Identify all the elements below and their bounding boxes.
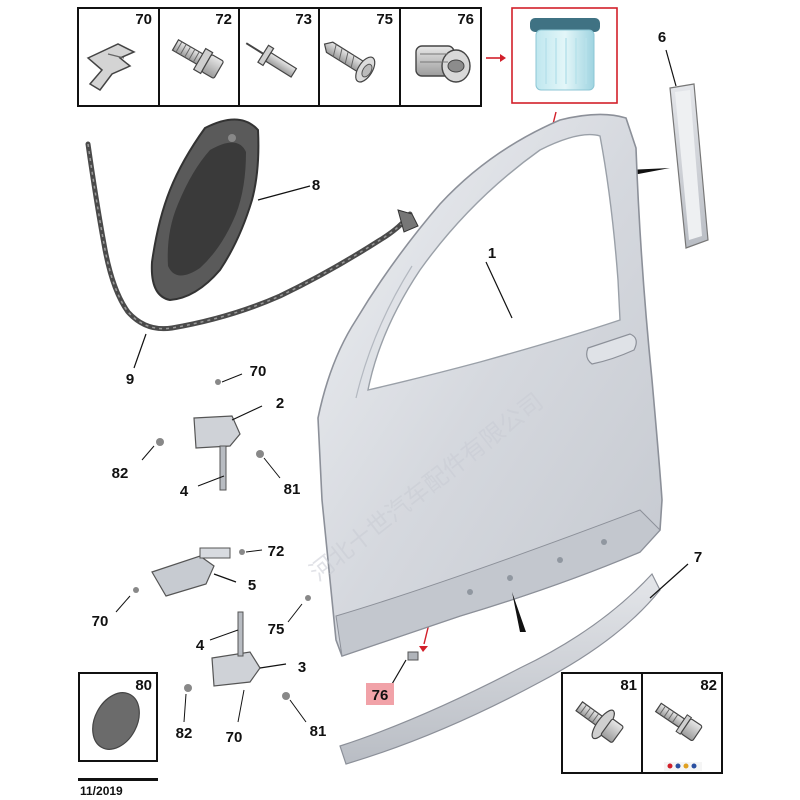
callout-81-bottom: 81 (310, 723, 327, 740)
callout-81-top: 81 (284, 481, 301, 498)
sill-trim-part (339, 563, 689, 765)
blue-clip-photo-icon (530, 18, 600, 91)
door-check-part (151, 547, 237, 597)
callout-82-top: 82 (112, 465, 129, 482)
callout-70-top: 70 (250, 363, 267, 380)
callout-9: 9 (126, 371, 134, 388)
door-seal-part (85, 141, 419, 369)
header-code-72: 72 (215, 11, 232, 28)
part-81-82-boxes: 81 82 (561, 672, 723, 774)
pillar-trim-part (628, 49, 709, 249)
highlight-arrow-right (486, 54, 506, 62)
callout-82-bottom: 82 (176, 725, 193, 742)
part-80-box: 80 (78, 672, 158, 762)
callout-6: 6 (658, 29, 666, 46)
callout-1: 1 (488, 245, 496, 262)
plug-fastener-icon (415, 45, 471, 83)
callout-76: 76 (372, 687, 389, 704)
header-code-75: 75 (376, 11, 393, 28)
hex-bolt-icon (654, 702, 703, 742)
callout-76-highlight: 76 (366, 683, 394, 705)
callout-75: 75 (268, 621, 285, 638)
callout-72: 72 (268, 543, 285, 560)
box-code-80: 80 (135, 677, 152, 694)
box-code-82: 82 (700, 677, 717, 694)
callout-4-lower: 4 (196, 637, 205, 654)
callout-4-upper: 4 (180, 483, 189, 500)
callout-70-left: 70 (92, 613, 109, 630)
header-parts-strip: 70 72 73 75 76 (77, 7, 482, 107)
sticker-patch-icon (92, 692, 140, 750)
screw-icon (323, 41, 376, 83)
lower-hinge-part (211, 611, 287, 687)
header-code-70: 70 (135, 11, 152, 28)
callout-7: 7 (694, 549, 702, 566)
clip-icon (86, 43, 136, 91)
door-panel-part (317, 113, 663, 658)
box-code-81: 81 (620, 677, 637, 694)
date-code: 11/2019 (80, 784, 123, 798)
inner-panel-part (150, 118, 311, 302)
brand-logo-icon (664, 762, 702, 771)
bolt-icon (171, 38, 224, 79)
small-fasteners (115, 373, 419, 723)
callout-3: 3 (298, 659, 306, 676)
callout-8: 8 (312, 177, 320, 194)
flange-bolt-icon (575, 701, 624, 743)
callout-70-bottom: 70 (226, 729, 243, 746)
date-code-stamp: 11/2019 (78, 778, 158, 798)
callout-2: 2 (276, 395, 284, 412)
clip-photo-box (511, 7, 618, 104)
callout-5: 5 (248, 577, 256, 594)
rivet-icon (245, 42, 298, 78)
upper-hinge-part (193, 405, 263, 491)
header-code-73: 73 (295, 11, 312, 28)
header-code-76: 76 (457, 11, 474, 28)
callout-labels: 1 2 3 4 4 5 6 7 8 9 70 70 70 72 75 82 82… (92, 29, 703, 746)
